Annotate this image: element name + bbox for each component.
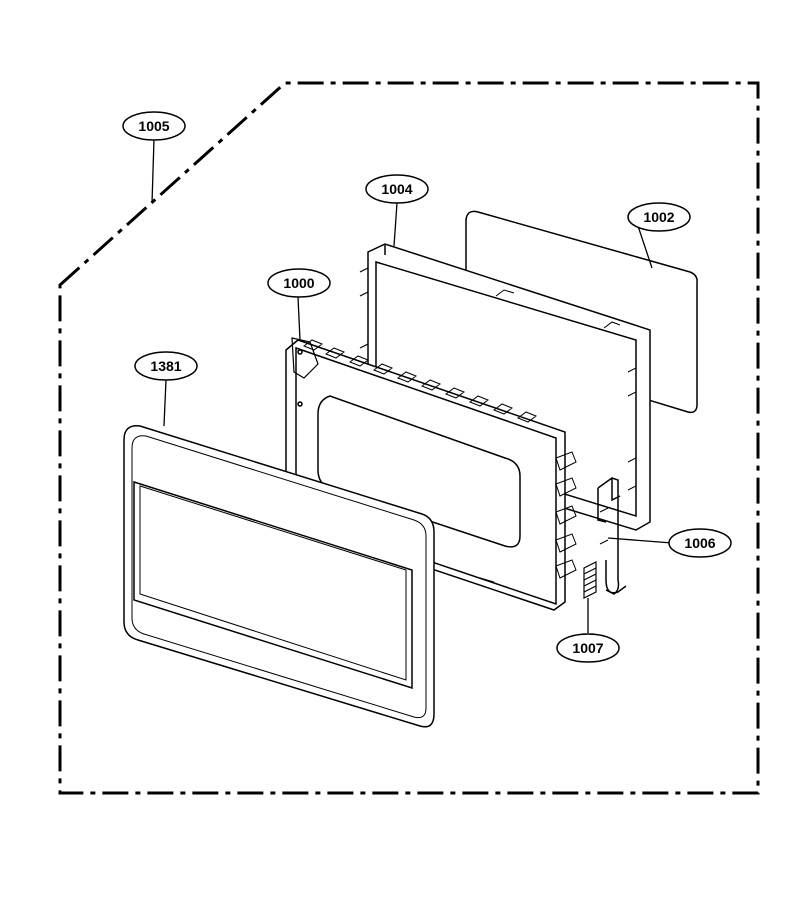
callout-1000: 1000 [267,268,331,298]
callout-1004: 1004 [365,174,429,204]
callout-1006-label: 1006 [684,535,715,551]
callout-1007: 1007 [556,633,620,663]
leader-1381 [163,379,167,427]
callout-1004-label: 1004 [381,181,412,197]
callout-1005: 1005 [122,111,186,141]
callout-1381-label: 1381 [150,358,181,374]
leader-1005 [151,138,155,204]
part-1007-spring [583,561,597,599]
assembly-boundary [58,81,760,795]
callout-1381: 1381 [134,351,198,381]
callout-1002: 1002 [627,202,691,232]
callout-1000-label: 1000 [283,275,314,291]
leader-1002 [637,225,653,269]
callout-1005-label: 1005 [138,118,169,134]
part-1006-latch [597,477,627,595]
part-1381-door-front [123,425,435,728]
leader-1000 [297,296,301,341]
leader-1004 [393,202,398,247]
callout-1006: 1006 [668,528,732,558]
leader-1006 [607,537,673,544]
callout-1007-label: 1007 [572,640,603,656]
callout-1002-label: 1002 [643,209,674,225]
